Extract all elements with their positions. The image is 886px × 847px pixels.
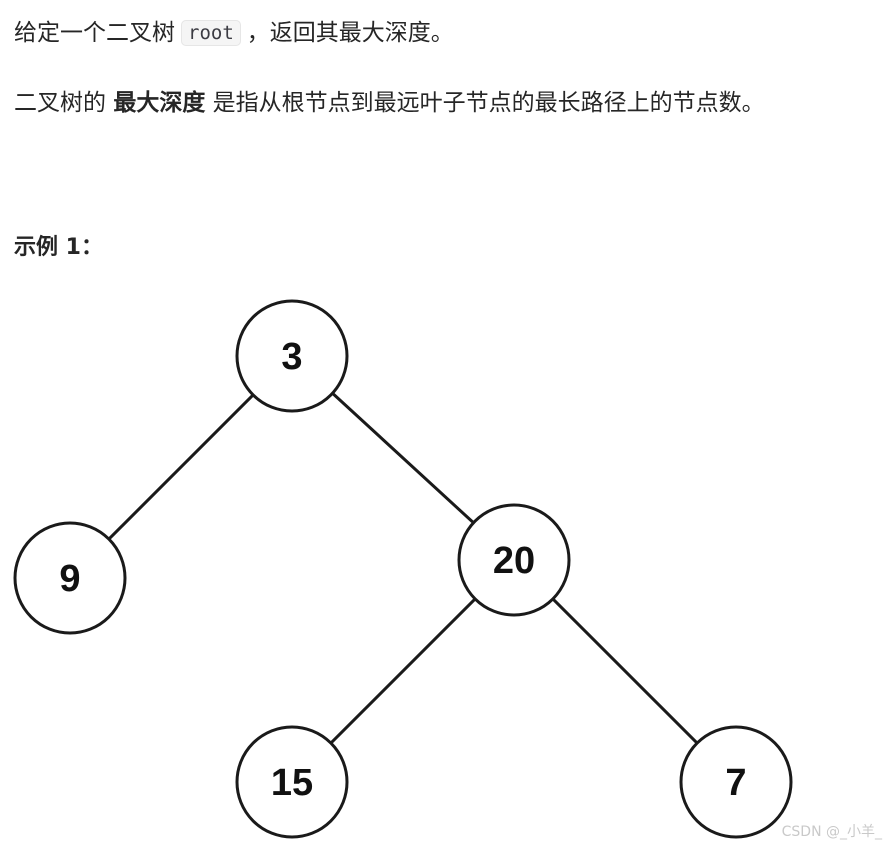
- tree-node-circle: [457, 503, 571, 617]
- tree-node-label: 15: [271, 762, 313, 804]
- definition-bold-term: 最大深度: [113, 90, 206, 116]
- tree-node-label: 7: [725, 762, 746, 804]
- problem-statement-line2: 二叉树的 最大深度 是指从根节点到最远叶子节点的最长路径上的节点数。: [14, 86, 765, 120]
- tree-node-15: 15: [235, 725, 349, 839]
- example-title: 示例 1：: [14, 235, 103, 260]
- tree-node-label: 3: [281, 336, 302, 378]
- inline-code-root: root: [181, 20, 241, 46]
- tree-node-7: 7: [679, 725, 793, 839]
- tree-edge-n3-n20: [331, 392, 475, 524]
- tree-edge-n20-n15: [329, 597, 477, 745]
- tree-nodes: 3 9 20 15 7: [13, 299, 793, 839]
- statement-text-before-code: 给定一个二叉树: [14, 20, 175, 46]
- tree-node-circle: [13, 521, 127, 635]
- tree-node-label: 20: [493, 540, 535, 582]
- statement-text-after-code: ，返回其最大深度。: [246, 20, 454, 46]
- tree-edge-n3-n9: [107, 393, 255, 541]
- definition-text-after: 是指从根节点到最远叶子节点的最长路径上的节点数。: [212, 90, 765, 116]
- tree-edges: [107, 392, 699, 745]
- tree-node-3: 3: [235, 299, 349, 413]
- tree-node-9: 9: [13, 521, 127, 635]
- tree-node-label: 9: [59, 558, 80, 600]
- definition-text-before: 二叉树的: [14, 90, 106, 116]
- tree-node-circle: [679, 725, 793, 839]
- tree-edge-n20-n7: [551, 597, 699, 745]
- tree-node-circle: [235, 725, 349, 839]
- watermark: CSDN @_小羊_: [781, 824, 882, 840]
- tree-node-circle: [235, 299, 349, 413]
- tree-node-20: 20: [457, 503, 571, 617]
